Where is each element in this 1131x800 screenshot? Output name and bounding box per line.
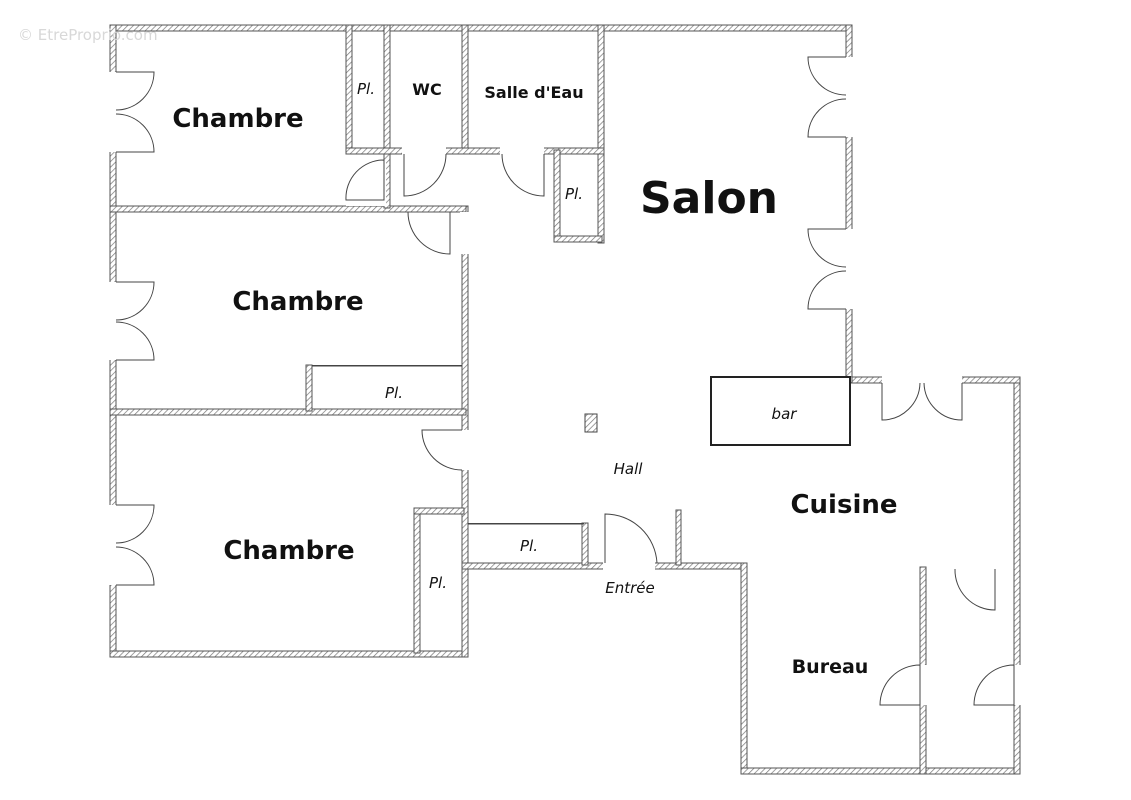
wall bbox=[109, 24, 853, 32]
wall bbox=[581, 522, 589, 566]
door-swing bbox=[115, 321, 155, 361]
door-swing bbox=[954, 568, 996, 611]
room-label-pl-top: Pl. bbox=[357, 80, 375, 98]
room-label-bureau: Bureau bbox=[792, 656, 869, 678]
wall bbox=[383, 24, 391, 209]
door-swing bbox=[403, 153, 447, 197]
wall bbox=[461, 24, 469, 155]
wall bbox=[1013, 376, 1021, 775]
wall bbox=[345, 147, 605, 155]
wall bbox=[413, 507, 421, 654]
wall bbox=[109, 205, 467, 213]
wall bbox=[740, 562, 748, 775]
door-swing bbox=[879, 664, 921, 706]
wall bbox=[553, 149, 561, 243]
room-label-salon: Salon bbox=[640, 173, 778, 224]
door-swing bbox=[807, 56, 847, 96]
column bbox=[584, 413, 598, 433]
wall bbox=[345, 24, 353, 155]
room-label-pl-chambre3: Pl. bbox=[429, 574, 447, 592]
door-swing bbox=[407, 211, 451, 255]
wall bbox=[675, 509, 682, 566]
watermark: © EtreProprio.com bbox=[18, 26, 158, 44]
room-label-bar: bar bbox=[772, 405, 798, 423]
wall bbox=[305, 364, 313, 412]
room-label-salle-eau: Salle d'Eau bbox=[484, 83, 583, 102]
room-label-pl-hall: Pl. bbox=[520, 537, 538, 555]
room-label-pl-chambre2: Pl. bbox=[385, 384, 403, 402]
room-label-wc: WC bbox=[412, 80, 441, 99]
door-swing bbox=[973, 664, 1015, 706]
door-swing bbox=[115, 71, 155, 111]
door-swing bbox=[421, 429, 463, 471]
wall bbox=[413, 507, 465, 515]
room-label-chambre-2: Chambre bbox=[232, 287, 363, 317]
door-swing bbox=[115, 281, 155, 321]
partition bbox=[312, 365, 462, 367]
door-swing bbox=[115, 546, 155, 586]
door-swing bbox=[807, 270, 847, 310]
partition bbox=[468, 523, 584, 525]
door-swing bbox=[345, 159, 385, 201]
walls bbox=[108, 24, 1022, 775]
bar-counter bbox=[710, 376, 851, 446]
wall bbox=[461, 562, 743, 570]
door-swing bbox=[881, 382, 921, 421]
room-label-chambre-3: Chambre bbox=[223, 536, 354, 566]
room-label-pl-salle: Pl. bbox=[565, 185, 583, 203]
door-swing bbox=[115, 504, 155, 544]
room-label-chambre-1: Chambre bbox=[172, 104, 303, 134]
wall bbox=[740, 767, 1021, 775]
wall bbox=[109, 408, 467, 416]
door-swing bbox=[604, 513, 658, 564]
room-label-entree: Entrée bbox=[605, 579, 655, 597]
wall bbox=[553, 235, 603, 243]
door-swing bbox=[807, 228, 847, 268]
room-label-cuisine: Cuisine bbox=[790, 490, 897, 520]
door-swing bbox=[807, 98, 847, 138]
door-swing bbox=[923, 382, 963, 421]
room-label-hall: Hall bbox=[614, 460, 644, 478]
door-swing bbox=[115, 113, 155, 153]
door-swing bbox=[501, 153, 545, 197]
wall bbox=[597, 24, 605, 244]
doors bbox=[115, 56, 1015, 706]
